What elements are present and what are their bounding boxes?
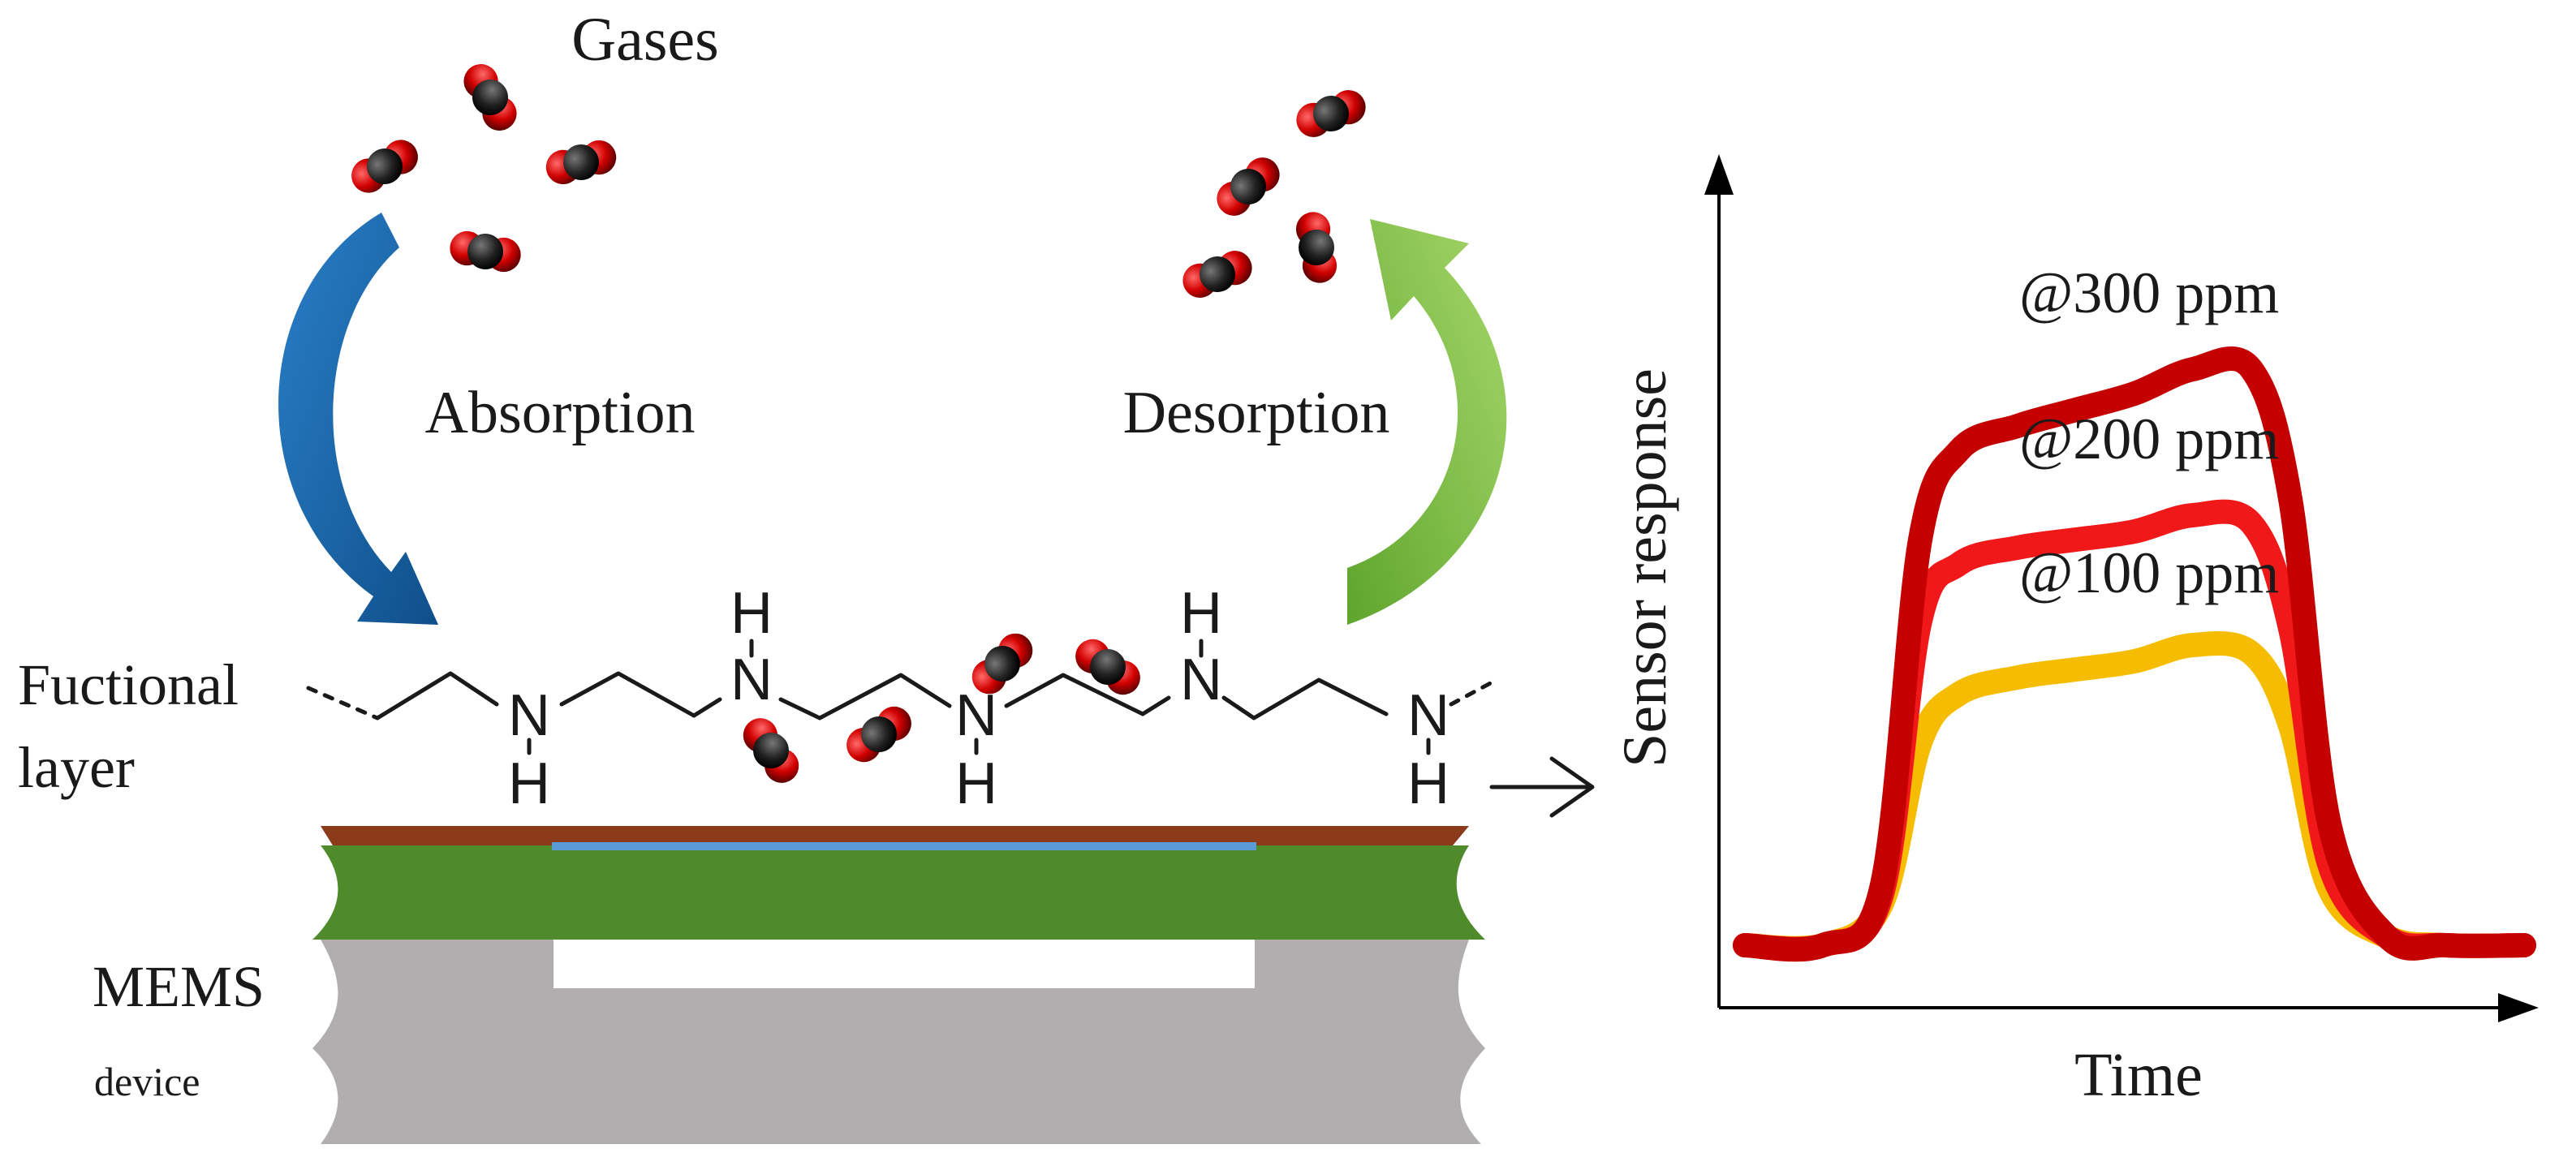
gas-molecules-right [1178,84,1371,303]
nitrogen-atom: N [730,647,773,712]
sensor-response-chart: Time Sensor response @300 ppm @200 ppm @… [1611,154,2539,1109]
y-axis-arrow-icon [1704,154,1734,195]
electrode-layer [552,842,1256,850]
hydrogen-atom: H [955,751,997,816]
functional-layer-label: Fuctional [18,652,239,717]
series-lines [1733,346,2536,962]
gas-molecule-icon [344,132,425,200]
nitrogen-atom: N [955,683,997,748]
hydrogen-atom: H [508,751,550,816]
gas-molecule-icon [1068,631,1148,703]
hydrogen-atom: H [1180,581,1222,646]
gas-molecule-icon [541,135,621,189]
gas-molecule-icon [735,711,807,790]
series-label-300ppm: @300 ppm [2019,260,2279,325]
substrate-layer [312,940,1485,1144]
nitrogen-atom: N [508,683,550,748]
series-line-0 [1733,346,2536,962]
hydrogen-atom: H [1407,751,1450,816]
gas-molecule-icon [839,699,919,770]
nitrogen-atom: N [1407,683,1450,748]
result-arrow-icon [1489,756,1595,818]
series-label-200ppm: @200 ppm [2019,406,2279,471]
series-line-2 [1733,630,2536,961]
hydrogen-atom: H [730,581,773,646]
polymer-chain [306,639,1496,755]
gas-molecule-icon [456,57,524,138]
x-axis-label: Time [2074,1041,2203,1109]
x-axis-arrow-icon [2498,993,2539,1022]
mems-label: MEMS [93,954,265,1019]
gas-molecule-icon [1291,84,1371,143]
membrane-layer [312,845,1485,940]
gas-molecule-icon [1178,245,1257,303]
metal-layer [321,826,1469,845]
desorption-label: Desorption [1123,380,1390,446]
absorption-arrow-icon [278,213,438,625]
desorption-arrow-icon [1347,219,1507,625]
absorption-label: Absorption [425,380,696,446]
gas-molecule-icon [1209,149,1287,224]
y-axis-label: Sensor response [1611,368,1679,768]
series-label-100ppm: @100 ppm [2019,540,2279,605]
gases-label: Gases [571,6,719,74]
mems-device [312,826,1485,1144]
mems-label-line2: device [94,1059,200,1104]
gas-molecule-icon [1292,209,1341,286]
functional-layer-label-line2: layer [18,735,135,800]
nitrogen-atom: N [1180,647,1222,712]
cavity [554,940,1255,988]
gas-molecule-icon [446,227,524,276]
